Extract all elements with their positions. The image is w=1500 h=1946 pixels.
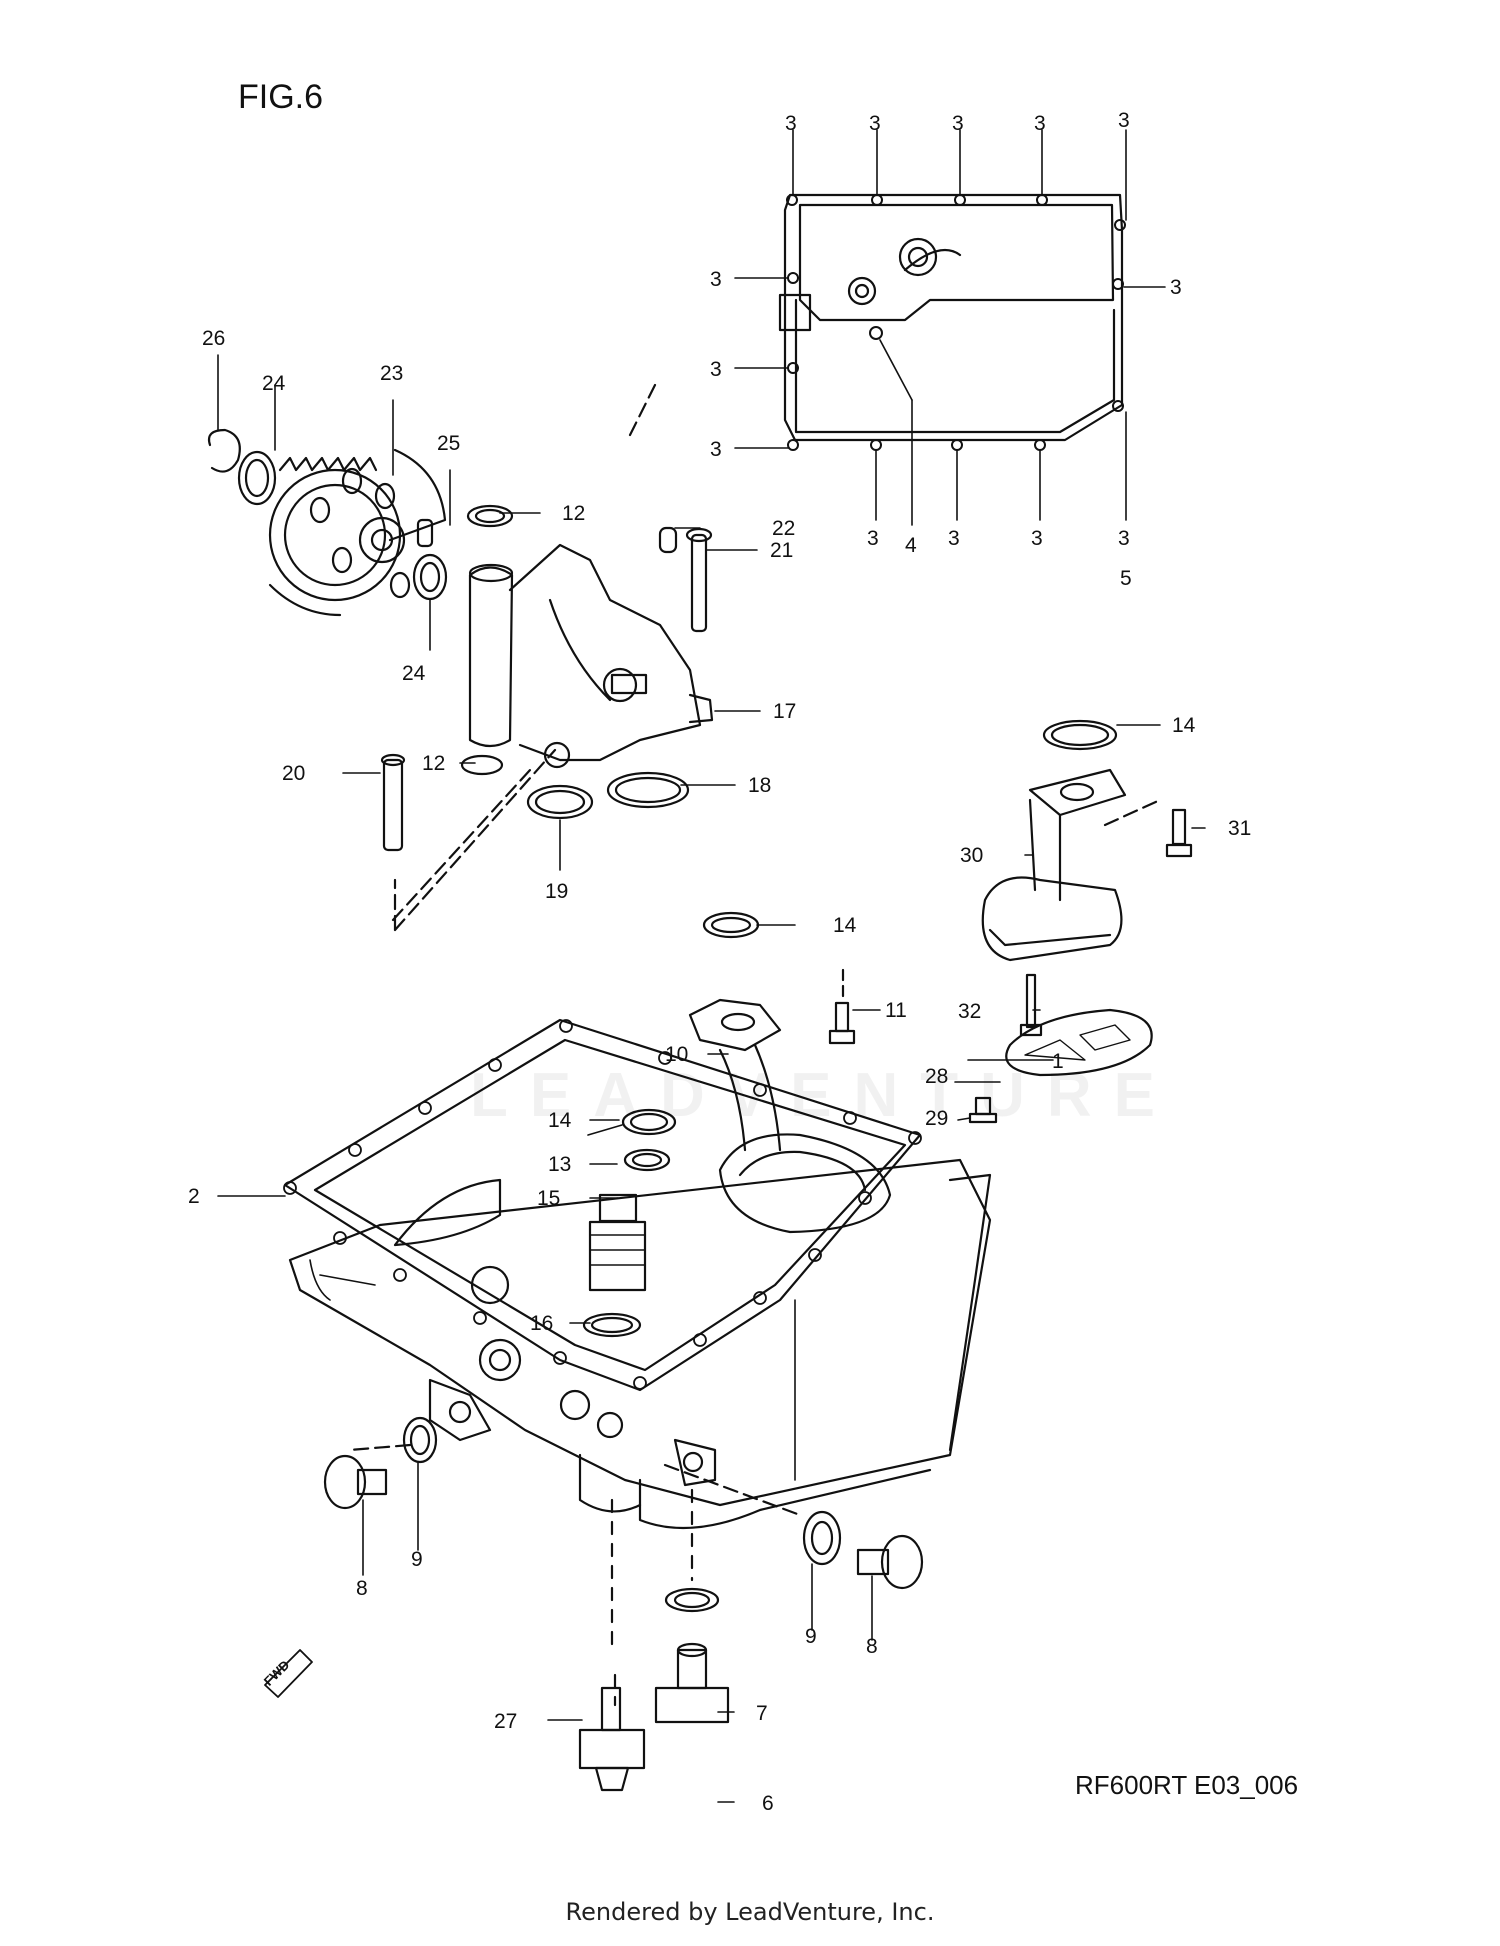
callout-17: 17 [773, 700, 796, 723]
drain-plugs-and-washers [264, 1416, 924, 1792]
oil-strainer [968, 719, 1193, 1124]
callout-labels: 1 2 4 5 6 7 8 8 9 9 10 11 12 12 13 14 14… [188, 109, 1251, 1815]
callout-7: 7 [756, 1702, 768, 1725]
callout-1: 1 [1052, 1050, 1064, 1073]
circlip-outline [207, 428, 241, 473]
oil-pump-body [380, 383, 714, 932]
callout-20: 20 [282, 762, 305, 785]
footer-credit: Rendered by LeadVenture, Inc. [565, 1898, 935, 1926]
oil-pan-gasket-top [734, 129, 1166, 526]
oil-pump-gear [207, 428, 448, 617]
callout-3: 3 [1031, 527, 1043, 550]
callout-28: 28 [925, 1065, 948, 1088]
callout-14-mid: 14 [833, 914, 857, 937]
callout-14-top: 14 [1172, 714, 1196, 737]
callout-31: 31 [1228, 817, 1251, 840]
callout-5: 5 [1120, 567, 1132, 590]
callout-3: 3 [1170, 276, 1182, 299]
callout-2: 2 [188, 1185, 200, 1208]
callout-25: 25 [437, 432, 460, 455]
oil-pipe-and-pressure-switch [582, 911, 892, 1338]
callout-19: 19 [545, 880, 568, 903]
callout-30: 30 [960, 844, 983, 867]
callout-3: 3 [948, 527, 960, 550]
callout-13: 13 [548, 1153, 571, 1176]
figure-title: FIG.6 [238, 78, 324, 116]
callout-15: 15 [537, 1187, 560, 1210]
callout-3: 3 [1118, 527, 1130, 550]
callout-6: 6 [762, 1792, 774, 1815]
callout-3: 3 [710, 358, 722, 381]
watermark: LEADVENTURE [470, 1061, 1178, 1130]
callout-21: 21 [770, 539, 793, 562]
callout-4: 4 [905, 534, 917, 557]
callout-26: 26 [202, 327, 225, 350]
callout-8-right: 8 [866, 1635, 878, 1658]
oil-pan-and-gasket [283, 1018, 992, 1707]
callout-3: 3 [710, 268, 722, 291]
leader-lines [217, 354, 1206, 1803]
callout-3: 3 [867, 527, 879, 550]
callout-9-left: 9 [411, 1548, 423, 1571]
callout-18: 18 [748, 774, 771, 797]
callout-24-bottom: 24 [402, 662, 426, 685]
callout-32: 32 [958, 1000, 981, 1023]
callout-23: 23 [380, 362, 403, 385]
callout-8-left: 8 [356, 1577, 368, 1600]
callout-24-top: 24 [262, 372, 286, 395]
callout-29: 29 [925, 1107, 948, 1130]
callout-3: 3 [1034, 112, 1046, 135]
callout-27: 27 [494, 1710, 517, 1733]
callout-12-mid: 12 [422, 752, 445, 775]
callout-3: 3 [1118, 109, 1130, 132]
callout-16: 16 [530, 1312, 553, 1335]
callout-22: 22 [772, 517, 795, 540]
callout-10: 10 [665, 1043, 688, 1066]
callout-3: 3 [785, 112, 797, 135]
callout-12-top: 12 [562, 502, 585, 525]
callout-3: 3 [710, 438, 722, 461]
callout-14-bottom: 14 [548, 1109, 572, 1132]
diagram-code: RF600RT E03_006 [1075, 1770, 1299, 1800]
callout-11: 11 [885, 999, 907, 1022]
callout-9-right: 9 [805, 1625, 817, 1648]
callout-3: 3 [952, 112, 964, 135]
callout-3: 3 [869, 112, 881, 135]
